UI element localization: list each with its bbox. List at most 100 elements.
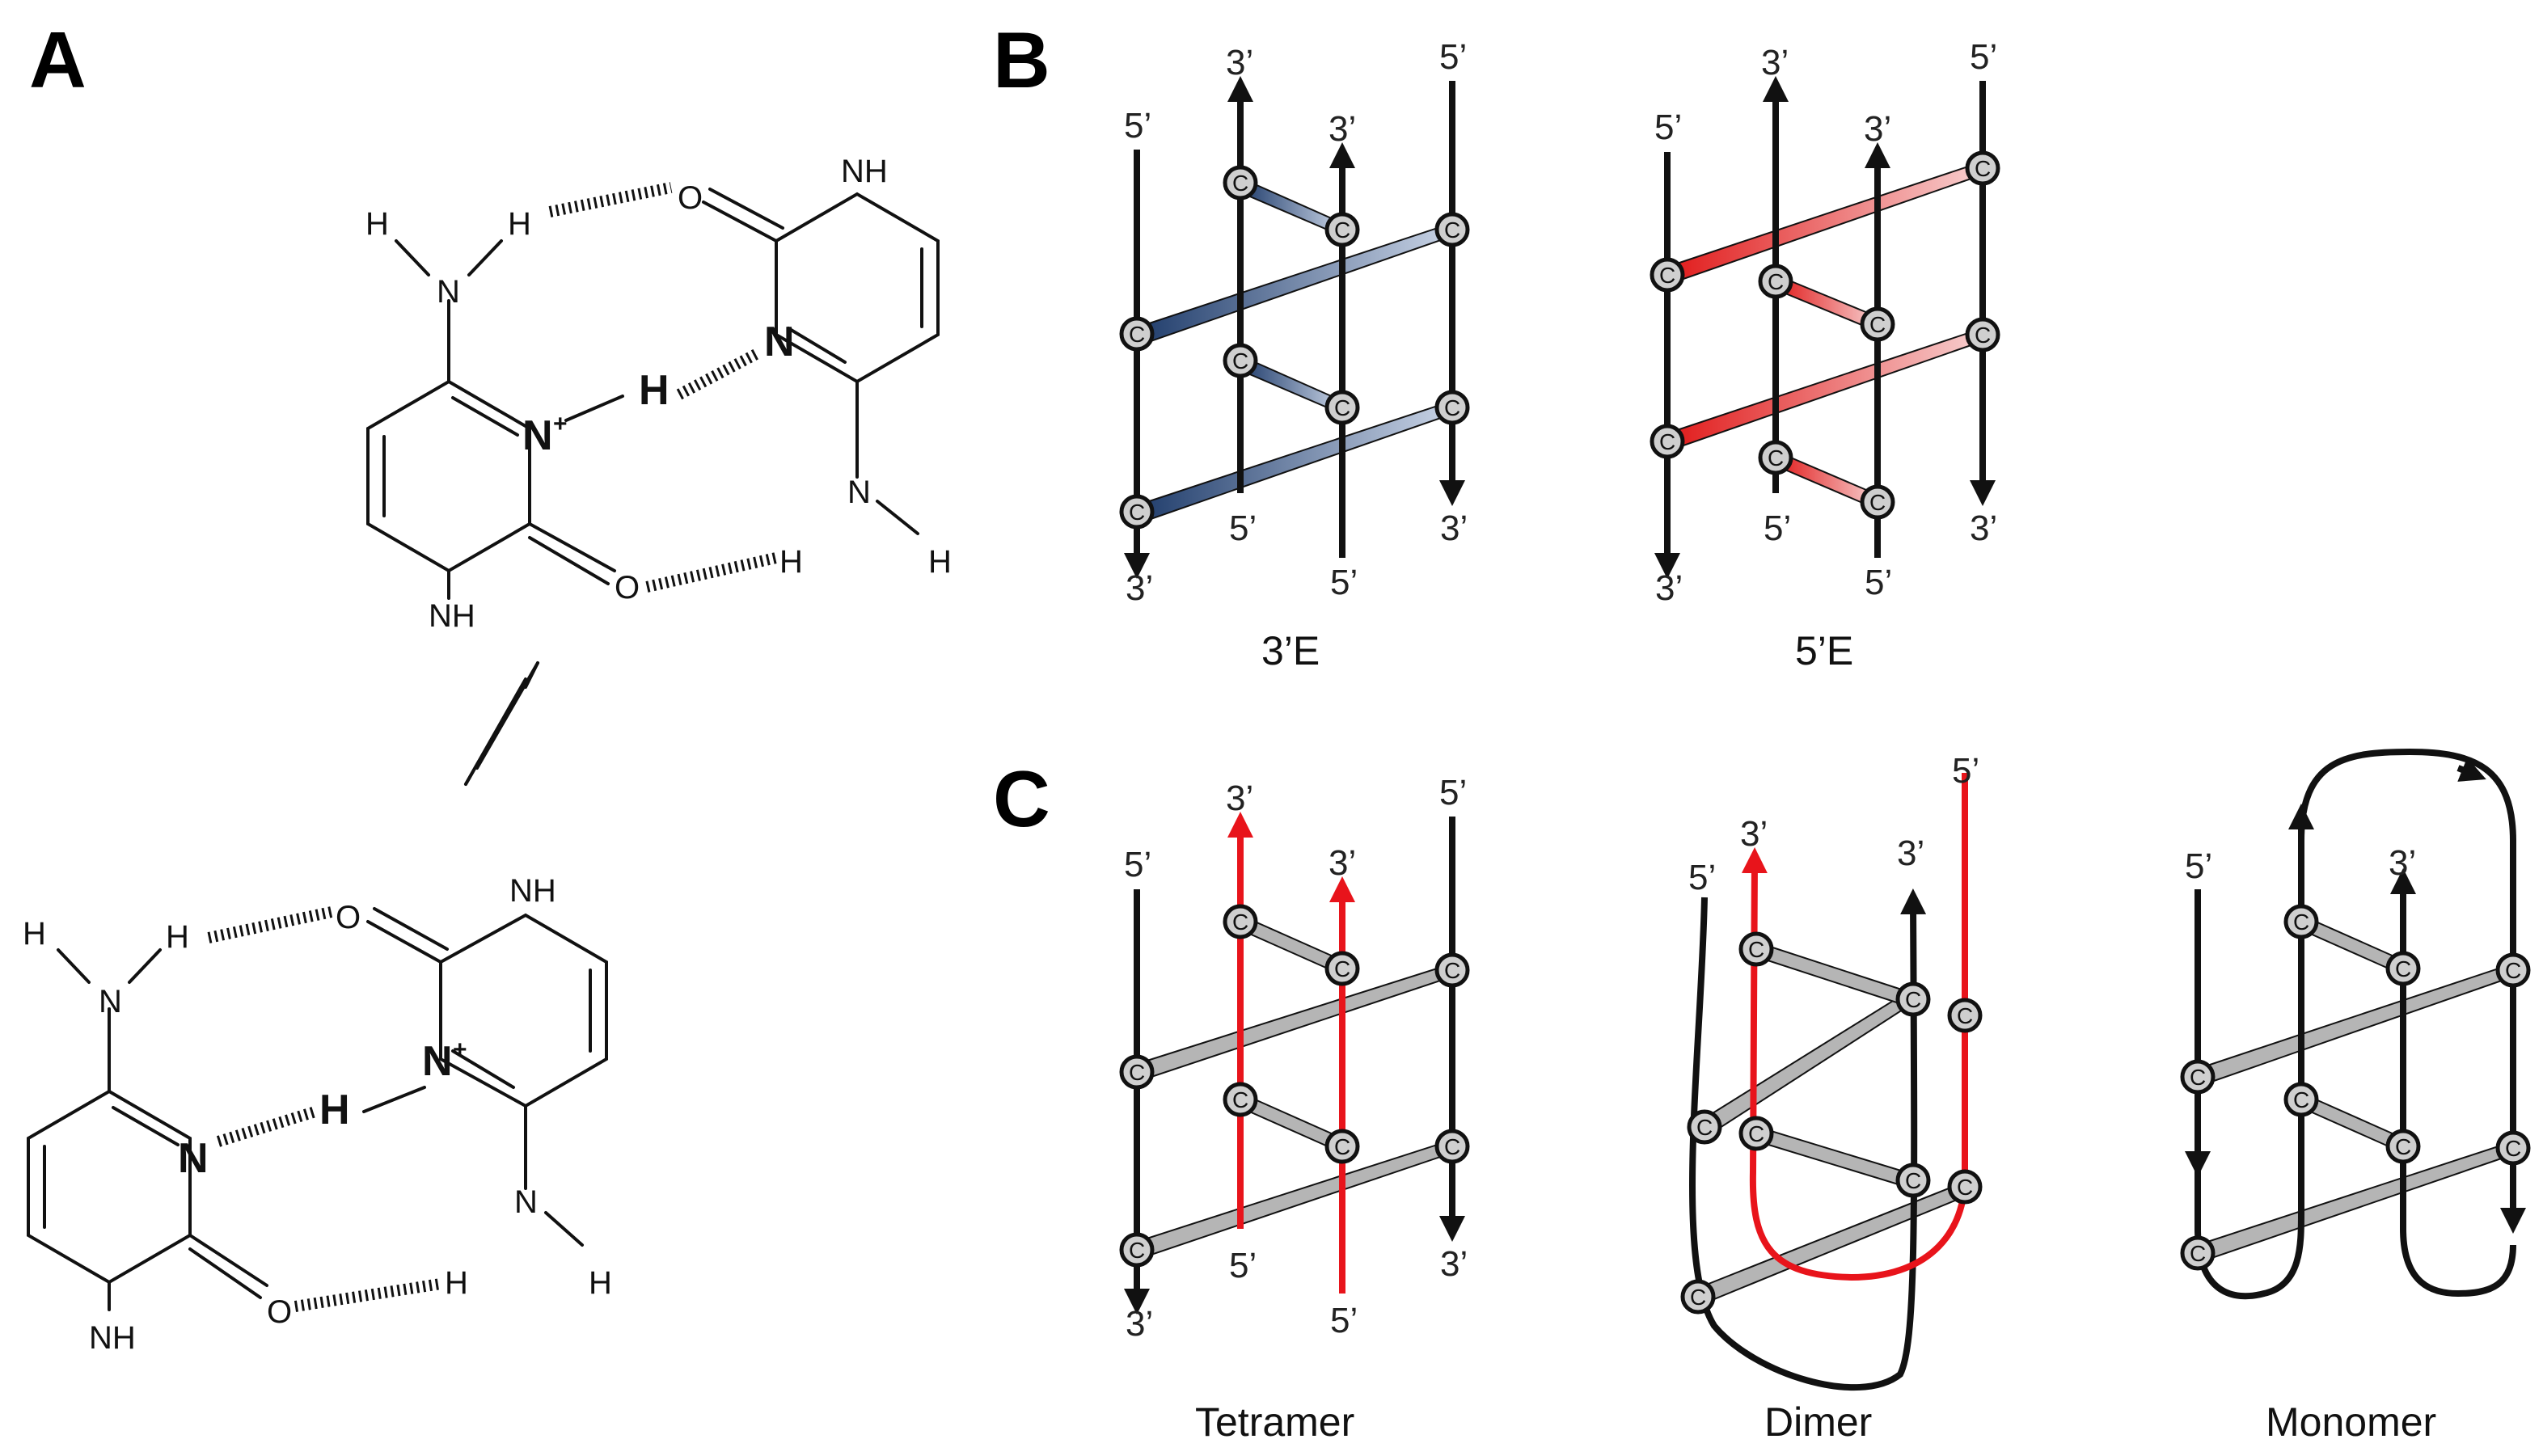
wedge — [1757, 941, 1912, 1009]
base-c: C — [2495, 952, 2531, 988]
base-c: C — [2180, 1235, 2216, 1271]
end-label: 3’ — [1126, 1304, 1153, 1344]
atom-h: H — [365, 206, 389, 242]
base-c: C — [2385, 951, 2421, 986]
atom-nh: NH — [89, 1320, 136, 1356]
structure-label-tetramer: Tetramer — [1195, 1399, 1354, 1445]
base-c: C — [1758, 264, 1793, 299]
svg-text:C: C — [2190, 1241, 2206, 1266]
base-c: C — [1758, 440, 1793, 475]
base-c: C — [1680, 1279, 1716, 1315]
atom-n: N — [514, 1184, 538, 1220]
end-label: 5’ — [1439, 37, 1467, 77]
svg-text:C: C — [1444, 217, 1460, 243]
svg-text:C: C — [1905, 987, 1921, 1012]
atom-o: O — [678, 180, 703, 216]
panel-letter-c: C — [993, 754, 1050, 843]
base-c: C — [1947, 1169, 1983, 1205]
svg-text:C: C — [2505, 958, 2521, 983]
svg-text:C: C — [2395, 1134, 2411, 1159]
base-c: C — [1947, 998, 1983, 1033]
wedge — [1136, 1138, 1453, 1261]
base-c: C — [1895, 981, 1931, 1017]
end-label: 5’ — [1330, 1301, 1358, 1340]
end-label: 3’ — [1740, 814, 1768, 854]
svg-text:C: C — [1975, 156, 1991, 181]
atom-h: H — [508, 206, 531, 242]
base-c: C — [1324, 212, 1360, 247]
svg-text:C: C — [1659, 429, 1675, 454]
wedge — [2197, 962, 2514, 1088]
end-label: 3’ — [2389, 843, 2416, 883]
svg-text:C: C — [1444, 958, 1460, 983]
charge-plus: + — [453, 1036, 467, 1063]
base-c: C — [1434, 212, 1470, 247]
base-c: C — [2283, 904, 2319, 939]
atom-h: H — [589, 1265, 612, 1301]
base-c: C — [1223, 343, 1258, 378]
atom-nh: NH — [841, 154, 888, 189]
structure-label-monomer: Monomer — [2266, 1399, 2436, 1445]
base-c: C — [1119, 1054, 1155, 1090]
base-c: C — [1119, 494, 1155, 530]
svg-text:C: C — [1659, 263, 1675, 288]
atom-n-bold: N — [178, 1135, 209, 1182]
svg-text:C: C — [1768, 445, 1784, 471]
base-c: C — [1738, 931, 1774, 967]
svg-text:C: C — [2190, 1065, 2206, 1090]
atom-n: N — [437, 274, 460, 310]
topology-label-3e: 3’E — [1261, 628, 1320, 673]
end-label: 3’ — [1329, 843, 1356, 883]
atom-o: O — [615, 570, 640, 606]
wedge — [1666, 327, 1983, 453]
atom-o: O — [267, 1294, 292, 1330]
end-label: 5’ — [2185, 846, 2212, 886]
svg-text:C: C — [1696, 1115, 1713, 1140]
end-label: 3’ — [1655, 568, 1683, 608]
svg-text:C: C — [1334, 217, 1350, 243]
svg-text:C: C — [1334, 395, 1350, 420]
panel-letter-b: B — [993, 15, 1050, 104]
end-label: 5’ — [1229, 509, 1257, 548]
end-label: 5’ — [1330, 563, 1358, 602]
base-c: C — [1965, 317, 2000, 352]
wedge — [2197, 1140, 2514, 1264]
base-c: C — [1434, 390, 1470, 425]
atom-nh: NH — [509, 873, 556, 909]
base-c: C — [1965, 150, 2000, 186]
svg-text:C: C — [2395, 956, 2411, 981]
svg-text:C: C — [1129, 500, 1145, 525]
end-label: 3’ — [1897, 834, 1924, 873]
svg-text:C: C — [1957, 1175, 1973, 1200]
base-c: C — [2385, 1129, 2421, 1164]
base-c: C — [1687, 1109, 1722, 1145]
strand-red — [1741, 773, 1968, 1281]
base-c: C — [1434, 1129, 1470, 1164]
base-c: C — [2283, 1082, 2319, 1117]
svg-text:C: C — [1129, 1060, 1145, 1085]
svg-text:C: C — [1129, 322, 1145, 347]
atom-n-plus: N — [422, 1038, 453, 1085]
svg-text:C: C — [1232, 171, 1248, 196]
base-c: C — [1324, 390, 1360, 425]
wedge — [1136, 962, 1453, 1083]
atom-h: H — [445, 1265, 468, 1301]
base-pair-top — [366, 182, 940, 600]
base-c: C — [2495, 1130, 2531, 1166]
svg-text:C: C — [1129, 1238, 1145, 1263]
end-label: 5’ — [1229, 1246, 1257, 1285]
svg-text:C: C — [1975, 323, 1991, 348]
atom-o: O — [336, 900, 361, 935]
structure-label-dimer: Dimer — [1764, 1399, 1872, 1445]
end-label: 5’ — [1865, 563, 1892, 602]
base-c: C — [1860, 306, 1895, 342]
panel-letter-a: A — [29, 15, 87, 104]
svg-text:C: C — [1232, 1087, 1248, 1112]
svg-text:C: C — [1334, 1134, 1350, 1159]
svg-text:C: C — [2293, 1087, 2309, 1112]
topology-label-5e: 5’E — [1795, 628, 1853, 673]
base-c: C — [1119, 316, 1155, 352]
svg-text:C: C — [1232, 909, 1248, 935]
svg-text:C: C — [1690, 1285, 1706, 1310]
base-c: C — [1324, 1129, 1360, 1164]
